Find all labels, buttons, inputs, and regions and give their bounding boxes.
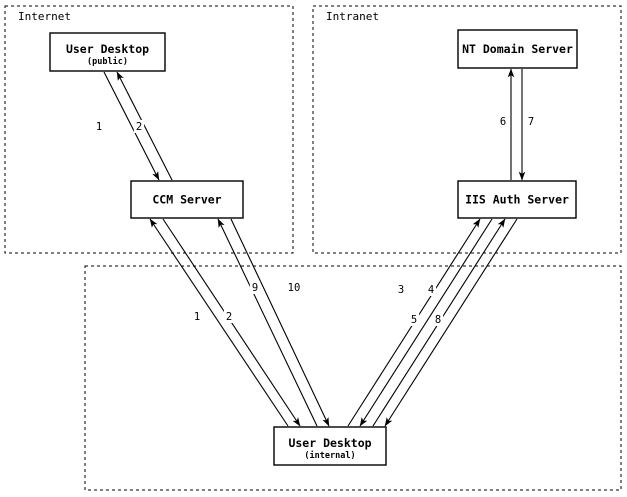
- flow-label-flow-9: 9: [252, 282, 258, 294]
- zone-boundary-internet: [4, 5, 294, 254]
- node-box-nt-domain-server: [457, 29, 578, 69]
- flow-label-flow-6: 6: [500, 116, 506, 128]
- node-subtitle-user-desktop-public: (public): [87, 56, 128, 67]
- flow-label-backdrop-flow-2-internal: [223, 310, 235, 323]
- node-iis-auth-server: IIS Auth Server: [457, 180, 577, 219]
- node-box-user-desktop-internal: [273, 426, 387, 466]
- flow-label-backdrop-flow-10: [285, 281, 303, 294]
- flow-label-flow-1-public: 1: [96, 121, 102, 133]
- flow-label-backdrop-flow-9: [249, 281, 261, 294]
- zone-intranet: Intranet: [312, 5, 622, 254]
- node-box-user-desktop-public: [49, 32, 166, 72]
- flow-label-flow-8: 8: [435, 314, 441, 326]
- node-title-iis-auth-server: IIS Auth Server: [465, 193, 569, 207]
- flow-line-flow-1-public: [103, 71, 160, 181]
- flow-label-backdrop-flow-7: [525, 115, 537, 128]
- flow-label-flow-1-internal: 1: [194, 311, 200, 323]
- flow-label-backdrop-flow-2-public: [133, 120, 145, 133]
- node-box-ccm-server: [130, 180, 244, 219]
- flow-label-flow-7: 7: [528, 116, 534, 128]
- zone-label-intranet: Intranet: [326, 10, 379, 23]
- flow-labels-layer: 1 2 6 7 1 2 9 10 3 4 5 8: [93, 115, 537, 326]
- zone-internal: [84, 265, 622, 491]
- zone-boundary-internal: [84, 265, 622, 491]
- flow-line-flow-8: [384, 218, 518, 427]
- flow-label-backdrop-flow-6: [497, 115, 509, 128]
- node-user-desktop-internal: User Desktop(internal): [273, 426, 387, 466]
- node-title-ccm-server: CCM Server: [152, 193, 221, 207]
- flow-label-flow-10: 10: [288, 282, 301, 294]
- flow-line-flow-1-internal: [149, 218, 289, 427]
- flow-label-backdrop-flow-3: [395, 283, 407, 296]
- flow-line-flow-2-public: [116, 71, 173, 181]
- flows-layer: [103, 68, 526, 427]
- flow-label-flow-4: 4: [428, 284, 434, 296]
- flow-label-flow-3: 3: [398, 284, 404, 296]
- node-title-user-desktop-public: User Desktop: [66, 42, 149, 56]
- flow-label-flow-2-internal: 2: [226, 311, 232, 323]
- zone-label-internet: Internet: [18, 10, 71, 23]
- zones-layer: Internet Intranet: [4, 5, 622, 491]
- flow-label-backdrop-flow-1-public: [93, 120, 105, 133]
- flow-label-flow-5: 5: [411, 314, 417, 326]
- flow-label-backdrop-flow-8: [432, 313, 444, 326]
- zone-boundary-intranet: [312, 5, 622, 254]
- flow-label-backdrop-flow-1-internal: [191, 310, 203, 323]
- zone-internet: Internet: [4, 5, 294, 254]
- flow-line-flow-10: [230, 218, 330, 427]
- flow-line-flow-4: [359, 218, 493, 427]
- node-title-user-desktop-internal: User Desktop: [288, 436, 371, 450]
- flow-label-flow-2-public: 2: [136, 121, 142, 133]
- node-nt-domain-server: NT Domain Server: [457, 29, 578, 69]
- node-title-nt-domain-server: NT Domain Server: [462, 42, 573, 56]
- flow-label-backdrop-flow-4: [425, 283, 437, 296]
- flow-line-flow-9: [217, 218, 318, 427]
- node-box-iis-auth-server: [457, 180, 577, 219]
- flow-label-backdrop-flow-5: [408, 313, 420, 326]
- node-subtitle-user-desktop-internal: (internal): [304, 450, 355, 461]
- node-user-desktop-public: User Desktop(public): [49, 32, 166, 72]
- node-ccm-server: CCM Server: [130, 180, 244, 219]
